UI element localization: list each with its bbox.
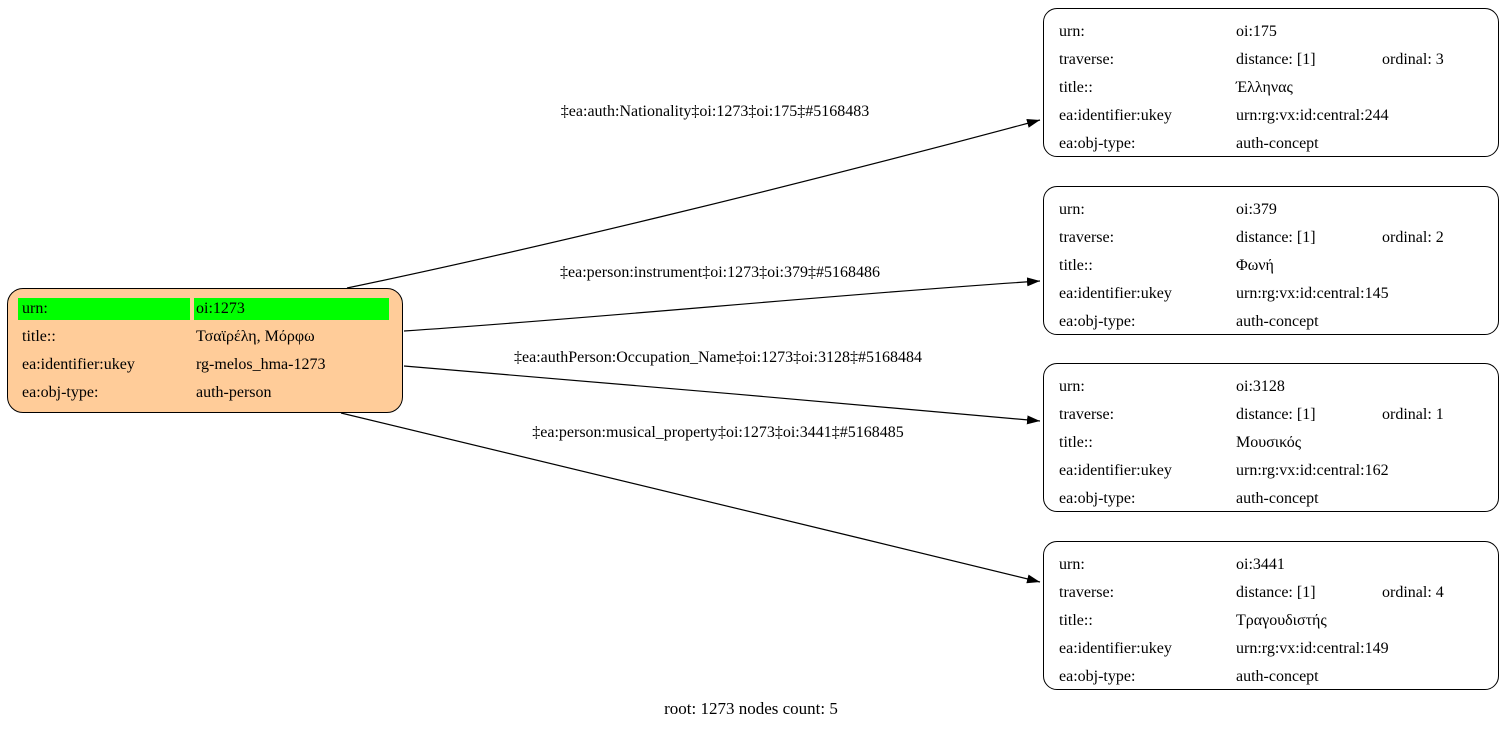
edge-label-nationality: ‡ea:auth:Nationality‡oi:1273‡oi:175‡#516… — [560, 103, 870, 120]
node-row-traverse: traverse: distance: [1] ordinal: 2 — [1059, 226, 1490, 254]
field-value: Έλληνας — [1236, 79, 1293, 96]
edge-path-occupation — [403, 365, 1041, 425]
field-value: oi:3441 — [1236, 556, 1285, 573]
field-label: urn: — [18, 298, 190, 320]
node-row-objtype: ea:obj-type: auth-concept — [1059, 310, 1490, 338]
concept-node-oi-379: urn: oi:379 traverse: distance: [1] ordi… — [1043, 186, 1499, 335]
field-label: ea:identifier:ukey — [1059, 285, 1172, 302]
field-label: ea:obj-type: — [1059, 668, 1136, 685]
edge-label-occupation: ‡ea:authPerson:Occupation_Name‡oi:1273‡o… — [514, 349, 922, 366]
ordinal-value: ordinal: 3 — [1382, 51, 1444, 68]
edge-path-instrument — [403, 277, 1041, 332]
edge-label-instrument: ‡ea:person:instrument‡oi:1273‡oi:379‡#51… — [560, 264, 880, 281]
node-row-title: title:: Μουσικός — [1059, 431, 1490, 459]
field-label: ea:identifier:ukey — [1059, 640, 1172, 657]
field-value: urn:rg:vx:id:central:149 — [1236, 640, 1389, 657]
field-label: ea:identifier:ukey — [22, 356, 135, 373]
field-value: oi:379 — [1236, 201, 1277, 218]
node-row-identifier: ea:identifier:ukey urn:rg:vx:id:central:… — [1059, 637, 1490, 665]
field-label: traverse: — [1059, 406, 1115, 423]
field-label: traverse: — [1059, 51, 1115, 68]
field-value: auth-concept — [1236, 135, 1319, 152]
field-value: auth-concept — [1236, 313, 1319, 330]
field-value: urn:rg:vx:id:central:162 — [1236, 462, 1389, 479]
field-label: ea:obj-type: — [1059, 313, 1136, 330]
node-row-title: title:: Τραγουδιστής — [1059, 609, 1490, 637]
field-value: Τσαϊρέλη, Μόρφω — [196, 328, 315, 345]
node-row-urn: urn: oi:175 — [1059, 20, 1490, 48]
field-label: ea:obj-type: — [1059, 490, 1136, 507]
node-row-title: title:: Φωνή — [1059, 254, 1490, 282]
node-row-objtype: ea:obj-type: auth-concept — [1059, 665, 1490, 693]
field-value: oi:3128 — [1236, 378, 1285, 395]
node-row-title: title:: Έλληνας — [1059, 76, 1490, 104]
field-value: auth-person — [196, 384, 272, 401]
ordinal-value: ordinal: 1 — [1382, 406, 1444, 423]
concept-node-oi-3441: urn: oi:3441 traverse: distance: [1] ord… — [1043, 541, 1499, 690]
field-value: Μουσικός — [1236, 434, 1302, 451]
node-row-traverse: traverse: distance: [1] ordinal: 3 — [1059, 48, 1490, 76]
node-row-objtype: ea:obj-type: auth-concept — [1059, 132, 1490, 160]
ordinal-value: ordinal: 2 — [1382, 229, 1444, 246]
node-row-traverse: traverse: distance: [1] ordinal: 4 — [1059, 581, 1490, 609]
node-row-identifier: ea:identifier:ukey urn:rg:vx:id:central:… — [1059, 459, 1490, 487]
root-row-identifier: ea:identifier:ukey rg-melos_hma-1273 — [18, 354, 389, 376]
field-value: urn:rg:vx:id:central:244 — [1236, 107, 1389, 124]
field-label: urn: — [1059, 556, 1085, 573]
field-value: oi:1273 — [194, 298, 389, 320]
root-node-oi-1273: urn: oi:1273 title:: Τσαϊρέλη, Μόρφω ea:… — [7, 288, 403, 413]
node-row-urn: urn: oi:379 — [1059, 198, 1490, 226]
concept-node-oi-175: urn: oi:175 traverse: distance: [1] ordi… — [1043, 8, 1499, 157]
field-label: ea:obj-type: — [22, 384, 99, 401]
field-label: title:: — [1059, 434, 1093, 451]
edge-path-musical-property — [340, 412, 1041, 584]
concept-node-oi-3128: urn: oi:3128 traverse: distance: [1] ord… — [1043, 363, 1499, 512]
field-label: title:: — [1059, 79, 1093, 96]
edge-label-musical-property: ‡ea:person:musical_property‡oi:1273‡oi:3… — [532, 424, 904, 441]
field-label: urn: — [1059, 201, 1085, 218]
node-row-identifier: ea:identifier:ukey urn:rg:vx:id:central:… — [1059, 282, 1490, 310]
root-row-urn: urn: oi:1273 — [18, 298, 389, 320]
field-value: auth-concept — [1236, 668, 1319, 685]
field-value: rg-melos_hma-1273 — [196, 356, 326, 373]
distance-value: distance: [1] — [1236, 51, 1316, 68]
node-row-urn: urn: oi:3441 — [1059, 553, 1490, 581]
field-value: Τραγουδιστής — [1236, 612, 1327, 629]
field-label: ea:identifier:ukey — [1059, 462, 1172, 479]
field-value: Φωνή — [1236, 257, 1274, 274]
distance-value: distance: [1] — [1236, 406, 1316, 423]
distance-value: distance: [1] — [1236, 584, 1316, 601]
field-value: urn:rg:vx:id:central:145 — [1236, 285, 1389, 302]
field-label: urn: — [1059, 23, 1085, 40]
node-row-traverse: traverse: distance: [1] ordinal: 1 — [1059, 403, 1490, 431]
graph-caption: root: 1273 nodes count: 5 — [664, 699, 838, 718]
node-row-identifier: ea:identifier:ukey urn:rg:vx:id:central:… — [1059, 104, 1490, 132]
root-row-objtype: ea:obj-type: auth-person — [18, 382, 389, 404]
edge-path-nationality — [346, 119, 1041, 289]
field-label: title:: — [1059, 612, 1093, 629]
field-label: traverse: — [1059, 584, 1115, 601]
field-label: title:: — [22, 328, 56, 345]
root-row-title: title:: Τσαϊρέλη, Μόρφω — [18, 326, 389, 348]
field-label: urn: — [1059, 378, 1085, 395]
distance-value: distance: [1] — [1236, 229, 1316, 246]
field-label: traverse: — [1059, 229, 1115, 246]
node-row-objtype: ea:obj-type: auth-concept — [1059, 487, 1490, 515]
ordinal-value: ordinal: 4 — [1382, 584, 1444, 601]
field-value: auth-concept — [1236, 490, 1319, 507]
field-label: title:: — [1059, 257, 1093, 274]
field-label: ea:identifier:ukey — [1059, 107, 1172, 124]
field-label: ea:obj-type: — [1059, 135, 1136, 152]
node-row-urn: urn: oi:3128 — [1059, 375, 1490, 403]
field-value: oi:175 — [1236, 23, 1277, 40]
